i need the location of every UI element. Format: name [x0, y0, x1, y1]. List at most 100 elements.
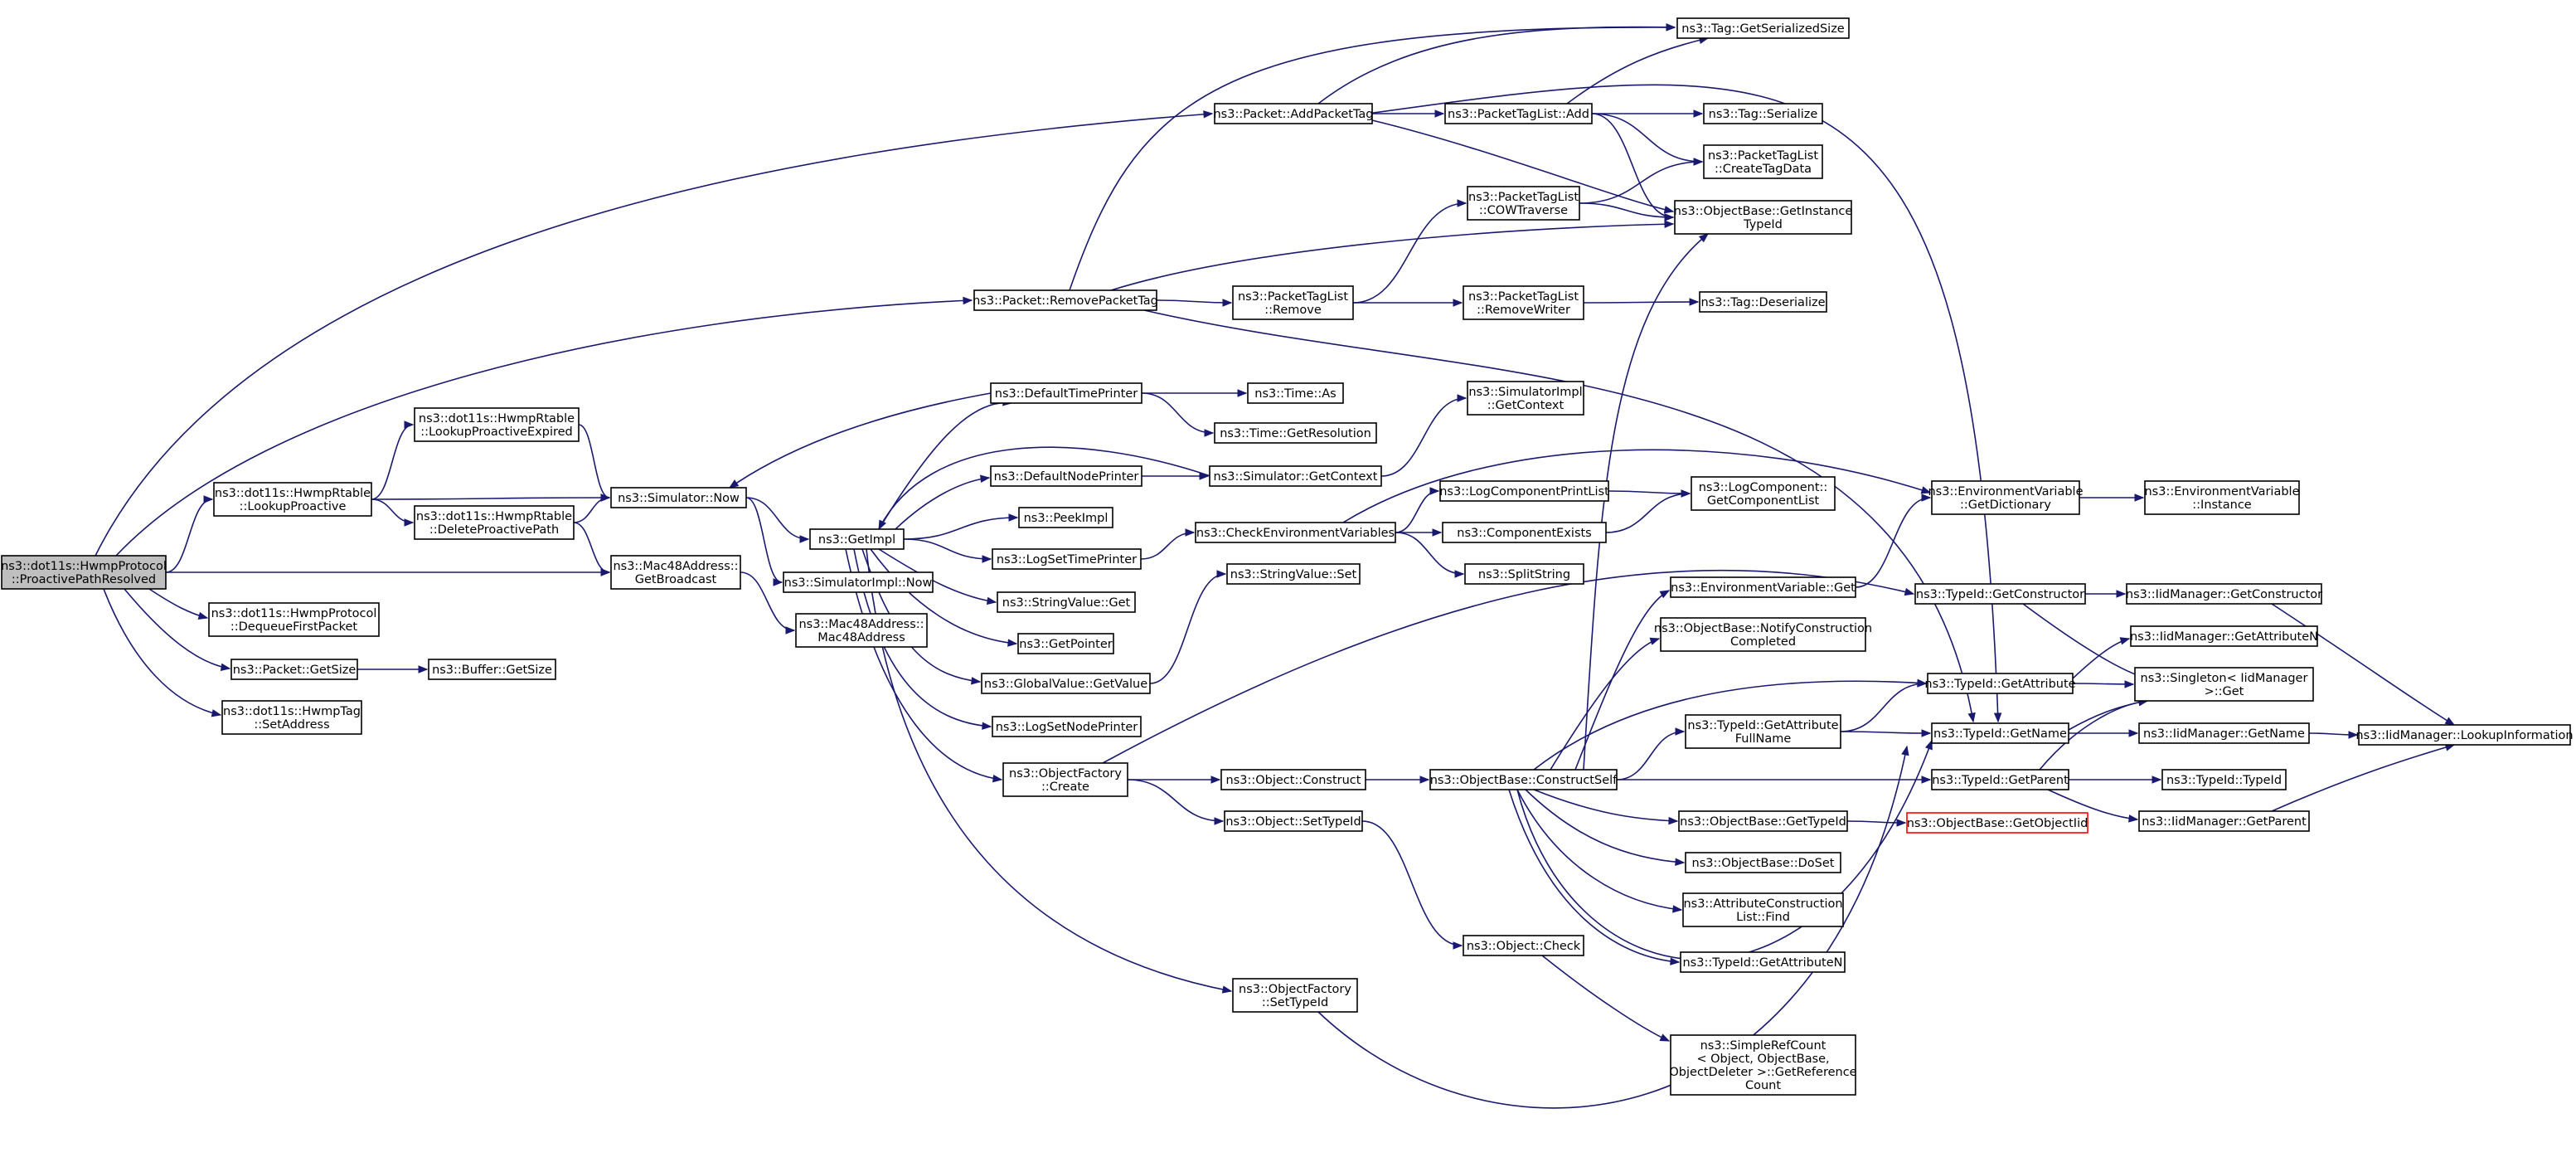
edge-packet-add-packet-tag-to-type-id-get-name	[1367, 84, 2002, 723]
node-packet-tag-list-remove-writer[interactable]: ns3::PacketTagList::RemoveWriter	[1463, 285, 1584, 320]
node-tag-serialize[interactable]: ns3::Tag::Serialize	[1703, 103, 1823, 124]
node-iid-get-constructor[interactable]: ns3::IidManager::GetConstructor	[2126, 583, 2322, 605]
node-packet-get-size[interactable]: ns3::Packet::GetSize	[230, 659, 358, 680]
node-check-env-vars[interactable]: ns3::CheckEnvironmentVariables	[1195, 522, 1396, 543]
edge-get-impl-to-string-value-get	[878, 548, 997, 605]
node-simple-ref-count[interactable]: ns3::SimpleRefCount< Object, ObjectBase,…	[1669, 1034, 1857, 1096]
node-label: ns3::ObjectBase::GetObjectIid	[1907, 817, 2088, 830]
node-buffer-get-size[interactable]: ns3::Buffer::GetSize	[428, 659, 556, 680]
node-lookup-proactive-expired[interactable]: ns3::dot11s::HwmpRtable::LookupProactive…	[414, 407, 580, 442]
node-construct-self[interactable]: ns3::ObjectBase::ConstructSelf	[1429, 769, 1618, 790]
node-log-set-time-printer[interactable]: ns3::LogSetTimePrinter	[992, 548, 1142, 570]
node-object-base-do-set[interactable]: ns3::ObjectBase::DoSet	[1685, 852, 1841, 873]
node-type-id-get-attribute-n[interactable]: ns3::TypeId::GetAttributeN	[1680, 951, 1846, 973]
node-box	[1226, 563, 1361, 585]
node-box	[1927, 673, 2074, 694]
node-mac-ctor[interactable]: ns3::Mac48Address::Mac48Address	[795, 613, 928, 648]
node-object-construct[interactable]: ns3::Object::Construct	[1220, 769, 1366, 790]
edge-arrowhead	[1659, 590, 1671, 599]
node-delete-proactive-path[interactable]: ns3::dot11s::HwmpRtable::DeleteProactive…	[414, 505, 575, 540]
node-packet-add-packet-tag[interactable]: ns3::Packet::AddPacketTag	[1213, 103, 1374, 124]
node-packet-tag-list-add[interactable]: ns3::PacketTagList::Add	[1444, 103, 1593, 124]
node-notify-construction[interactable]: ns3::ObjectBase::NotifyConstructionCompl…	[1654, 617, 1872, 652]
node-sim-impl-now[interactable]: ns3::SimulatorImpl::Now	[783, 571, 934, 593]
node-root[interactable]: ns3::dot11s::HwmpProtocol::ProactivePath…	[1, 555, 167, 590]
node-log-component-print-list[interactable]: ns3::LogComponentPrintList	[1439, 480, 1609, 502]
node-log-component-get-list[interactable]: ns3::LogComponent::GetComponentList	[1691, 476, 1836, 511]
node-label: ns3::Buffer::GetSize	[432, 664, 552, 677]
node-object-set-type-id[interactable]: ns3::Object::SetTypeId	[1224, 810, 1363, 832]
node-global-value-get-value[interactable]: ns3::GlobalValue::GetValue	[981, 673, 1151, 694]
edge-arrowhead	[1664, 213, 1675, 221]
node-type-id-ctor[interactable]: ns3::TypeId::TypeId	[2161, 769, 2287, 790]
node-string-value-set[interactable]: ns3::StringValue::Set	[1226, 563, 1361, 585]
edge-line	[903, 517, 1018, 540]
node-component-exists[interactable]: ns3::ComponentExists	[1442, 522, 1607, 543]
node-default-node-printer[interactable]: ns3::DefaultNodePrinter	[990, 465, 1142, 487]
node-packet-tag-list-remove[interactable]: ns3::PacketTagList::Remove	[1232, 285, 1354, 320]
node-simulator-get-context[interactable]: ns3::Simulator::GetContext	[1209, 465, 1382, 487]
edge-object-set-type-id-to-object-check	[1361, 820, 1463, 950]
node-box	[1017, 633, 1114, 654]
edge-line	[1141, 392, 1214, 434]
node-split-string[interactable]: ns3::SplitString	[1464, 563, 1584, 585]
node-type-id-get-attribute[interactable]: ns3::TypeId::GetAttribute	[1924, 673, 2076, 694]
node-type-id-get-constructor[interactable]: ns3::TypeId::GetConstructor	[1914, 583, 2086, 605]
node-dequeue-first-packet[interactable]: ns3::dot11s::HwmpProtocol::DequeueFirstP…	[208, 602, 380, 637]
node-get-impl[interactable]: ns3::GetImpl	[809, 528, 905, 550]
edge-line	[903, 538, 992, 560]
edge-get-attribute-full-name-to-type-id-get-name	[1840, 729, 1932, 737]
node-tag-deserialize[interactable]: ns3::Tag::Deserialize	[1699, 291, 1827, 313]
node-iid-get-attribute-n[interactable]: ns3::IidManager::GetAttributeN	[2130, 625, 2318, 647]
node-sim-impl-get-context[interactable]: ns3::SimulatorImpl::GetContext	[1467, 381, 1584, 416]
node-iid-get-name[interactable]: ns3::IidManager::GetName	[2138, 722, 2310, 744]
node-peek-impl[interactable]: ns3::PeekImpl	[1018, 507, 1113, 528]
node-object-factory-create[interactable]: ns3::ObjectFactory::Create	[1002, 762, 1128, 797]
node-get-object-iid[interactable]: ns3::ObjectBase::GetObjectIid	[1906, 812, 2088, 834]
edge-arrowhead	[1901, 745, 1909, 756]
edge-line	[870, 548, 1017, 644]
edge-line	[1583, 233, 1709, 771]
node-mac-get-broadcast[interactable]: ns3::Mac48Address::GetBroadcast	[610, 555, 741, 590]
node-object-factory-set-type-id[interactable]: ns3::ObjectFactory::SetTypeId	[1232, 978, 1358, 1013]
node-create-tag-data[interactable]: ns3::PacketTagList::CreateTagData	[1703, 144, 1823, 179]
node-lookup-proactive[interactable]: ns3::dot11s::HwmpRtable::LookupProactive	[213, 482, 372, 517]
node-singleton-get[interactable]: ns3::Singleton< IidManager >::Get	[2134, 667, 2314, 702]
node-object-check[interactable]: ns3::Object::Check	[1463, 935, 1584, 956]
node-label: ns3::Time::As	[1254, 387, 1336, 401]
node-time-get-resolution[interactable]: ns3::Time::GetResolution	[1214, 422, 1377, 444]
node-env-var-instance[interactable]: ns3::EnvironmentVariable::Instance	[2144, 480, 2300, 515]
node-box	[1682, 892, 1844, 927]
node-time-as[interactable]: ns3::Time::As	[1247, 382, 1344, 404]
node-env-var-get[interactable]: ns3::EnvironmentVariable::Get	[1670, 576, 1856, 598]
node-iid-lookup-information[interactable]: ns3::IidManager::LookupInformation	[2355, 724, 2574, 746]
node-string-value-get[interactable]: ns3::StringValue::Get	[997, 591, 1136, 613]
node-object-base-get-type-id[interactable]: ns3::ObjectBase::GetTypeId	[1678, 810, 1848, 832]
node-iid-get-parent[interactable]: ns3::IidManager::GetParent	[2138, 810, 2310, 832]
node-get-pointer[interactable]: ns3::GetPointer	[1017, 633, 1114, 654]
node-log-set-node-printer[interactable]: ns3::LogSetNodePrinter	[992, 716, 1142, 737]
edge-line	[1140, 532, 1195, 560]
node-hwmp-tag-set-address[interactable]: ns3::dot11s::HwmpTag::SetAddress	[221, 700, 362, 735]
node-env-var-get-dictionary[interactable]: ns3::EnvironmentVariable::GetDictionary	[1928, 480, 2084, 515]
node-box	[1467, 186, 1580, 221]
node-tag-get-serialized-size[interactable]: ns3::Tag::GetSerializedSize	[1676, 17, 1850, 39]
edge-arrowhead	[1429, 487, 1440, 495]
node-type-id-get-parent[interactable]: ns3::TypeId::GetParent	[1931, 769, 2069, 790]
node-type-id-get-name[interactable]: ns3::TypeId::GetName	[1931, 722, 2069, 744]
node-default-time-printer[interactable]: ns3::DefaultTimePrinter	[990, 382, 1142, 404]
edge-root-to-packet-get-size	[124, 588, 231, 671]
edge-construct-self-to-attr-construction-find	[1516, 789, 1683, 913]
node-packet-tag-list-cow[interactable]: ns3::PacketTagList::COWTraverse	[1467, 186, 1580, 221]
node-box	[2130, 625, 2318, 647]
edge-arrowhead	[2124, 680, 2135, 688]
node-simulator-now[interactable]: ns3::Simulator::Now	[610, 487, 747, 508]
node-label: ns3::AttributeConstruction	[1683, 897, 1842, 911]
edge-line	[1395, 532, 1464, 575]
edge-construct-self-to-type-id-get-attribute-n	[1508, 789, 1681, 965]
edge-line	[1579, 161, 1703, 204]
node-packet-remove-packet-tag[interactable]: ns3::Packet::RemovePacketTag	[973, 289, 1158, 311]
